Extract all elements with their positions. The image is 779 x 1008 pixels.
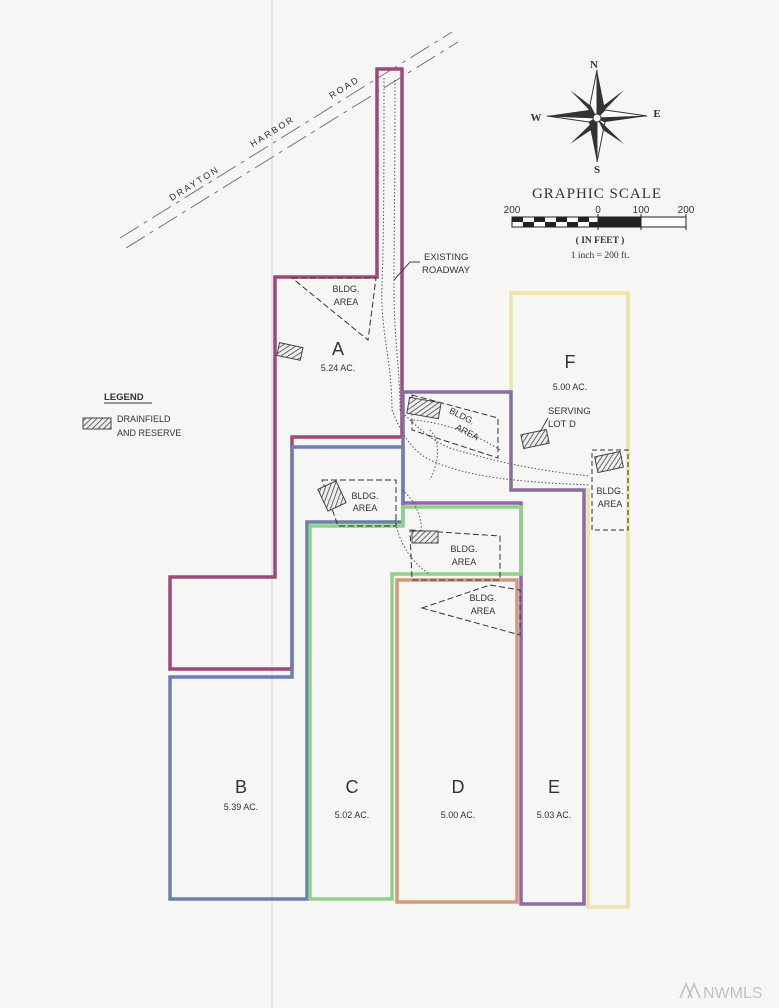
- drainfield-icon: [317, 480, 347, 512]
- lot-f-drainfield-box: [591, 449, 629, 531]
- existing-roadway-line-2: ROADWAY: [422, 265, 471, 276]
- road-label-road: ROAD: [327, 74, 361, 101]
- svg-text:D: D: [452, 777, 465, 797]
- svg-text:C: C: [346, 777, 359, 797]
- compass-e: E: [653, 108, 660, 120]
- legend-item-line-1: DRAINFIELD: [117, 414, 171, 424]
- bldg-area-label: BLDG. AREA: [596, 486, 623, 509]
- svg-text:5.39 AC.: 5.39 AC.: [224, 802, 259, 812]
- svg-text:5.03 AC.: 5.03 AC.: [537, 810, 572, 820]
- lot-f-label: F 5.00 AC.: [553, 352, 588, 392]
- serving-lot-d-note: SERVING LOT D: [539, 406, 591, 433]
- lot-a-label: A 5.24 AC.: [321, 339, 356, 373]
- nwmls-watermark-text: NWMLS: [703, 985, 763, 1002]
- svg-text:AREA: AREA: [471, 606, 496, 616]
- lot-d-label: D 5.00 AC.: [441, 777, 476, 820]
- svg-text:AREA: AREA: [454, 422, 480, 442]
- scale-tick-200-right: 200: [678, 205, 695, 216]
- existing-roadway-note: EXISTING ROADWAY: [393, 252, 471, 281]
- lot-c-label: C 5.02 AC.: [335, 777, 370, 820]
- nwmls-watermark: NWMLS: [679, 982, 763, 1002]
- svg-text:5.02 AC.: 5.02 AC.: [335, 810, 370, 820]
- nwmls-logo-icon: [679, 982, 701, 999]
- legend-item-line-2: AND RESERVE: [117, 428, 181, 438]
- svg-text:AREA: AREA: [598, 499, 623, 509]
- svg-text:SERVING: SERVING: [548, 406, 591, 417]
- graphic-scale: GRAPHIC SCALE 200 0 100 200 ( IN FEET ) …: [504, 186, 695, 261]
- compass-s: S: [594, 164, 600, 176]
- compass-w: W: [531, 112, 542, 124]
- svg-text:B: B: [235, 777, 247, 797]
- drainfield-markers: [276, 342, 624, 544]
- drainfield-legend-icon: [82, 417, 112, 430]
- scale-tick-0: 0: [595, 205, 601, 216]
- bldg-area-label: BLDG. AREA: [448, 405, 481, 442]
- drainfield-icon: [406, 396, 442, 420]
- scale-tick-200-left: 200: [504, 205, 521, 216]
- svg-text:BLDG.: BLDG.: [450, 544, 477, 554]
- bldg-area-label: BLDG. AREA: [332, 284, 359, 307]
- lot-b-label: B 5.39 AC.: [224, 777, 259, 812]
- bldg-area-label: BLDG. AREA: [351, 491, 378, 513]
- svg-text:E: E: [548, 777, 560, 797]
- svg-text:AREA: AREA: [452, 557, 477, 567]
- svg-text:5.00 AC.: 5.00 AC.: [441, 810, 476, 820]
- scale-tick-100: 100: [633, 205, 650, 216]
- scale-unit: ( IN FEET ): [576, 235, 625, 246]
- svg-text:F: F: [565, 352, 576, 372]
- compass-n: N: [590, 59, 598, 71]
- legend-title: LEGEND: [104, 392, 144, 403]
- drainfield-icon: [276, 342, 304, 361]
- road-label-drayton: DRAYTON: [168, 164, 222, 203]
- existing-roadway-line-1: EXISTING: [424, 252, 468, 263]
- lot-a-boundary: [168, 67, 404, 671]
- svg-text:BLDG.: BLDG.: [469, 593, 496, 603]
- svg-text:5.00 AC.: 5.00 AC.: [553, 382, 588, 392]
- drainfield-icon: [594, 450, 624, 474]
- bldg-area-label: BLDG. AREA: [469, 593, 496, 616]
- svg-text:BLDG.: BLDG.: [332, 284, 359, 294]
- svg-text:5.24 AC.: 5.24 AC.: [321, 363, 356, 373]
- drainfield-icon: [520, 428, 550, 450]
- lot-e-label: E 5.03 AC.: [537, 777, 572, 820]
- lot-c-boundary: [308, 505, 523, 901]
- scale-ratio: 1 inch = 200 ft.: [571, 250, 629, 261]
- svg-text:AREA: AREA: [353, 503, 378, 513]
- building-area-outlines: [290, 277, 521, 636]
- legend: LEGEND DRAINFIELD AND RESERVE: [82, 392, 181, 438]
- bldg-area-label: BLDG. AREA: [450, 544, 477, 567]
- svg-text:BLDG.: BLDG.: [596, 486, 623, 496]
- scale-title: GRAPHIC SCALE: [532, 186, 662, 202]
- svg-text:A: A: [332, 339, 344, 359]
- existing-roadway-paths: [381, 77, 591, 576]
- lot-d-boundary: [395, 578, 519, 904]
- svg-text:BLDG.: BLDG.: [351, 491, 378, 501]
- lot-e-boundary: [401, 390, 586, 906]
- svg-text:AREA: AREA: [334, 297, 359, 307]
- svg-text:LOT D: LOT D: [548, 419, 576, 430]
- north-arrow-compass-icon: N S W E: [531, 59, 661, 176]
- drayton-harbor-road: DRAYTON HARBOR ROAD: [119, 31, 459, 249]
- drainfield-icon: [411, 530, 439, 544]
- lot-b-boundary: [168, 445, 405, 901]
